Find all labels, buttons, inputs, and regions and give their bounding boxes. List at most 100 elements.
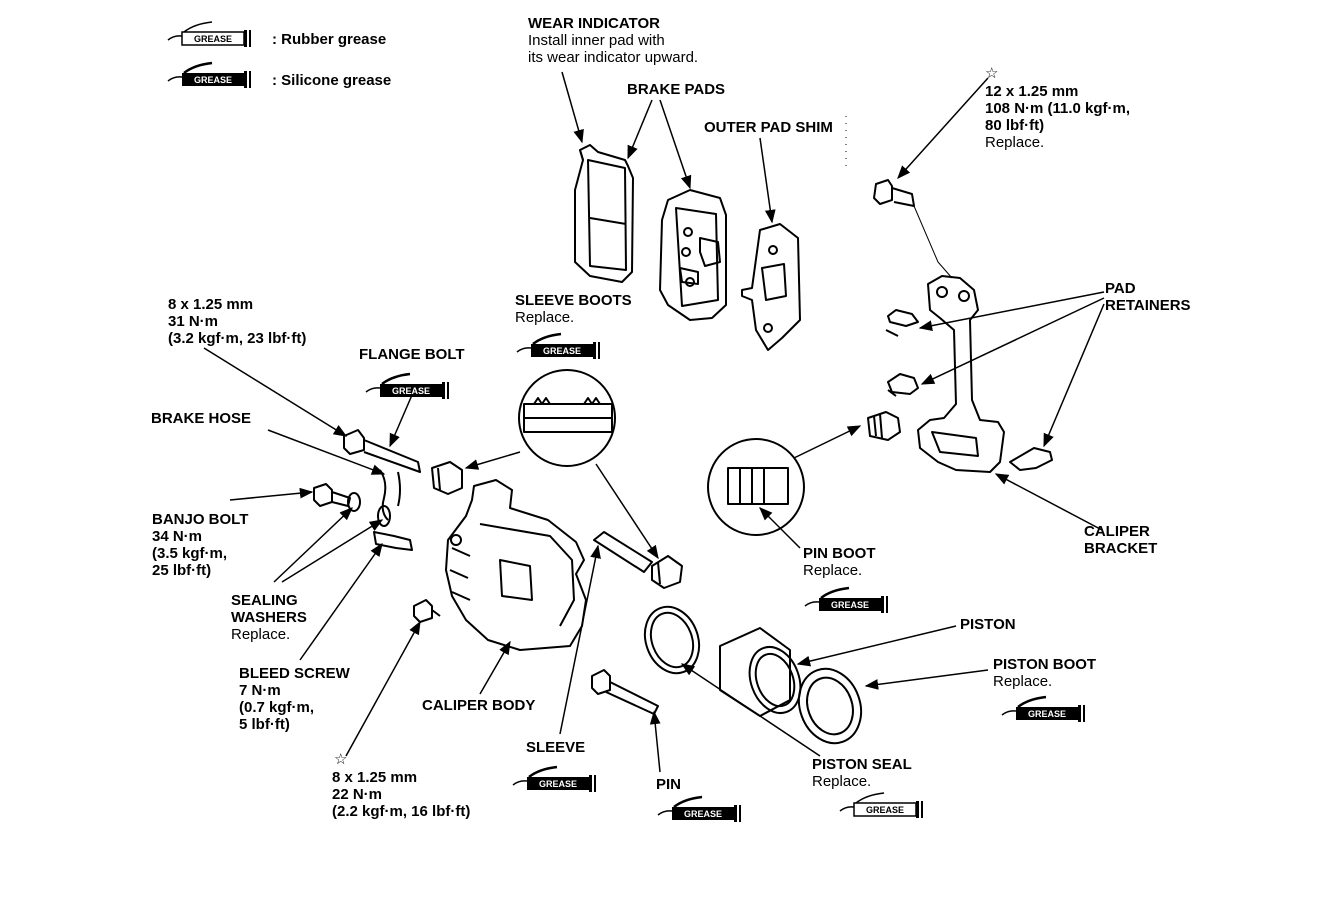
bleed-screw-torque: 7 N·m [239,682,281,699]
sleeve-boots-detail [518,369,616,467]
svg-text:GREASE: GREASE [866,805,904,815]
sleeve-boots-label: SLEEVE BOOTS Replace. [515,292,632,326]
pin-boot-label: PIN BOOT Replace. [803,545,876,579]
bracket-bolt [873,179,953,279]
sealing-washers-replace: Replace. [231,626,291,643]
wear-indicator-title: WEAR INDICATOR [528,15,660,32]
caliper-bracket-line2: BRACKET [1084,540,1158,557]
flange-bolt-label: FLANGE BOLT [359,346,465,363]
bracket-bolt-torque-alt: 80 lbf·ft) [985,117,1045,134]
banjo-bolt-label: BANJO BOLT 34 N·m (3.5 kgf·m, 25 lbf·ft) [152,511,248,579]
sleeve-boots-replace: Replace. [515,309,575,326]
pin-boot-title: PIN BOOT [803,545,876,562]
bleed-screw-title: BLEED SCREW [239,665,350,682]
flange-bolt-spec: 8 x 1.25 mm 31 N·m (3.2 kgf·m, 23 lbf·ft… [168,296,306,347]
sleeve-label: SLEEVE [526,739,586,756]
banjo-bolt-torque-alt2: 25 lbf·ft) [152,562,212,579]
piston-label: PISTON [960,616,1016,633]
sealing-washers-label: SEALING WASHERS Replace. [231,592,307,643]
svg-text:GREASE: GREASE [194,75,232,85]
bracket-bolt-replace: Replace. [985,134,1045,151]
piston-seal-label: PISTON SEAL Replace. [812,756,912,790]
brake-pads-label: BRAKE PADS [627,81,726,98]
bleed-screw-torque-alt2: 5 lbf·ft) [239,716,290,733]
svg-text:GREASE: GREASE [684,809,722,819]
pin-grease-icon: GREASE [656,795,743,824]
outer-pad-shim [741,223,801,351]
outer-pad-shim-label: OUTER PAD SHIM [704,119,833,136]
banjo-bolt [313,483,351,507]
sealing-washers-line1: SEALING [231,592,298,609]
brake-hose [379,469,401,521]
svg-text:GREASE: GREASE [392,386,430,396]
leader-lines [203,71,1105,773]
piston-boot-grease-icon: GREASE [1000,695,1087,724]
bleed-screw-label: BLEED SCREW 7 N·m (0.7 kgf·m, 5 lbf·ft) [239,665,350,733]
caliper-bolt [413,599,441,623]
inner-brake-pad [574,144,634,283]
pin-boot-grease-icon: GREASE [803,586,890,615]
sleeve-boots-title: SLEEVE BOOTS [515,292,632,309]
caliper-bolt-torque: 22 N·m [332,786,383,803]
flange-bolt-size: 8 x 1.25 mm [168,296,254,313]
caliper-bolt-torque-alt: (2.2 kgf·m, 16 lbf·ft) [332,803,471,820]
svg-text:GREASE: GREASE [194,34,232,44]
wear-indicator-line2: its wear indicator upward. [528,49,699,66]
wear-indicator-line1: Install inner pad with [528,32,665,49]
flange-bolt-torque: 31 N·m [168,313,219,330]
caliper-bolt-size: 8 x 1.25 mm [332,769,418,786]
sealing-washer-1 [347,492,361,512]
piston-seal-grease-icon: GREASE [839,792,924,819]
svg-text:GREASE: GREASE [539,779,577,789]
caliper-bolt-spec: 8 x 1.25 mm 22 N·m (2.2 kgf·m, 16 lbf·ft… [332,769,470,820]
piston-seal-replace: Replace. [812,773,872,790]
piston-boot-title: PISTON BOOT [993,656,1097,673]
pad-retainer-lower [1009,447,1053,471]
legend-rubber-label: : Rubber grease [272,31,387,48]
pad-retainers-label: PAD RETAINERS [1105,280,1191,314]
silicone-grease-icon: GREASE [166,61,253,90]
legend-silicone-label: : Silicone grease [272,72,392,89]
pad-retainer-upper [885,309,919,337]
svg-text:GREASE: GREASE [543,346,581,356]
pin-boot-detail [707,438,805,536]
piston-boot [797,667,863,745]
sleeve-boot [431,461,463,495]
caliper-bracket [917,275,1005,473]
sealing-washer-2 [377,505,391,527]
bracket-bolt-star-icon: ☆ [985,65,999,82]
outer-brake-pad [659,189,727,321]
pad-retainers-line2: RETAINERS [1105,297,1191,314]
piston [719,627,802,717]
banjo-bolt-torque: 34 N·m [152,528,203,545]
piston-seal [643,605,701,675]
banjo-bolt-torque-alt1: (3.5 kgf·m, [152,545,228,562]
caliper-bolt-star-icon: ☆ [334,751,348,768]
bracket-bolt-torque: 108 N·m (11.0 kgf·m, [985,100,1131,117]
flange-bolt [343,429,421,473]
banjo-bolt-title: BANJO BOLT [152,511,249,528]
brake-hose-label: BRAKE HOSE [151,410,252,427]
caliper-bracket-label: CALIPER BRACKET [1084,523,1157,557]
sealing-washers-line2: WASHERS [231,609,307,626]
bleed-screw-torque-alt1: (0.7 kgf·m, [239,699,315,716]
svg-text:GREASE: GREASE [1028,709,1066,719]
sleeve-grease-icon: GREASE [511,765,598,794]
sleeve-boots-grease-icon: GREASE [515,332,602,361]
piston-seal-title: PISTON SEAL [812,756,912,773]
pin-part [591,669,659,715]
piston-boot-label: PISTON BOOT Replace. [993,656,1096,690]
svg-text:GREASE: GREASE [831,600,869,610]
flange-bolt-torque-alt: (3.2 kgf·m, 23 lbf·ft) [168,330,307,347]
bracket-bolt-spec: 12 x 1.25 mm 108 N·m (11.0 kgf·m, 80 lbf… [985,83,1130,151]
pin-boot [867,411,901,441]
pad-retainers-line1: PAD [1105,280,1136,297]
caliper-body-label: CALIPER BODY [422,697,536,714]
caliper-bracket-line1: CALIPER [1084,523,1150,540]
flange-bolt-grease-icon: GREASE [364,372,451,401]
sleeve-part [593,531,653,573]
piston-boot-replace: Replace. [993,673,1053,690]
pin-label: PIN [656,776,682,793]
